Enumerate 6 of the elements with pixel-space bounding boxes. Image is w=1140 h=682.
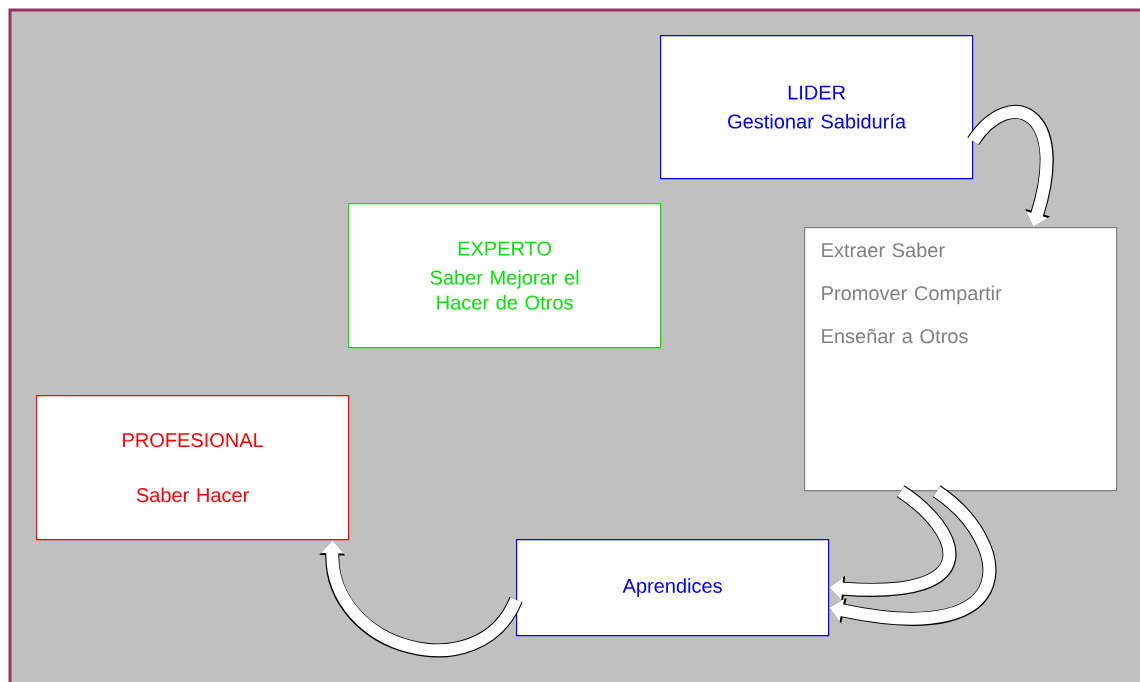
curved-arrow: [967, 105, 1054, 227]
text-box: EXPERTO Saber Mejorar el Hacer de Otros: [348, 203, 662, 349]
text-box: Aprendices: [516, 539, 830, 637]
text-box: Extraer Saber Promover Compartir Enseñar a Otros: [804, 227, 1118, 492]
text-box: LIDER Gestionar Sabiduría: [660, 35, 974, 180]
text-box: PROFESIONAL Saber Hacer: [36, 395, 350, 541]
